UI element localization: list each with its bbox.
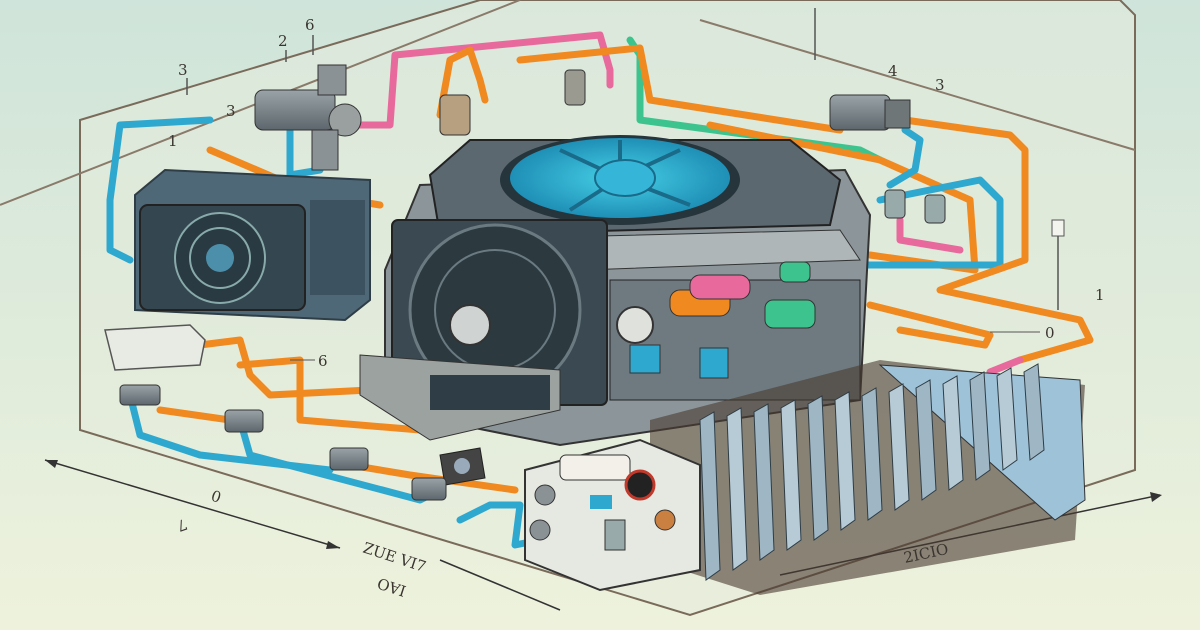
valve-top-left	[254, 64, 362, 171]
label-1-right: 1	[1095, 286, 1105, 304]
fitting	[119, 384, 161, 406]
fitting	[411, 477, 447, 501]
tag-marker	[1051, 219, 1065, 237]
leader-line-top-right	[699, 19, 1136, 151]
main-cooling-unit	[359, 135, 872, 447]
fitting	[224, 409, 264, 433]
label-1-small: 1	[168, 132, 178, 150]
label-3-right: 3	[935, 76, 945, 94]
heatsink-fin	[699, 411, 721, 581]
mounting-plate	[439, 447, 486, 486]
heatsink-fin	[780, 399, 802, 551]
label-2: 2	[278, 32, 288, 50]
heatsink-fin	[753, 403, 775, 561]
heatsink-fin	[1023, 363, 1045, 461]
connector-box	[104, 324, 206, 371]
heatsink-fin	[834, 391, 856, 531]
valve-top-right	[829, 94, 911, 131]
capacitor-green	[764, 299, 816, 329]
control-box	[524, 438, 701, 592]
heatsink	[650, 360, 1086, 595]
heatsink-fin	[969, 371, 991, 481]
fitting	[329, 447, 369, 471]
fitting	[924, 194, 946, 224]
heatsink-fin	[888, 383, 910, 511]
left-fan-unit	[134, 168, 371, 322]
label-6: 6	[305, 16, 315, 34]
fitting	[884, 189, 906, 219]
heatsink-fin	[807, 395, 829, 541]
label-0-right: 0	[1045, 324, 1055, 342]
label-3: 3	[178, 61, 188, 79]
heatsink-fin	[915, 379, 937, 501]
label-valve-3: 3	[226, 102, 236, 120]
pipes	[106, 31, 1094, 549]
heatsink-fin	[996, 367, 1018, 471]
heatsink-fin	[942, 375, 964, 491]
dimension-arrow-left	[44, 459, 341, 549]
heatsink-fin	[726, 407, 748, 571]
power-button	[624, 469, 656, 501]
heatsink-fin	[861, 387, 883, 521]
capacitor-pink	[689, 274, 751, 300]
label-4: 4	[888, 62, 898, 80]
fitting	[564, 69, 586, 106]
label-6-wire: 6	[318, 352, 328, 370]
fitting	[439, 94, 471, 136]
